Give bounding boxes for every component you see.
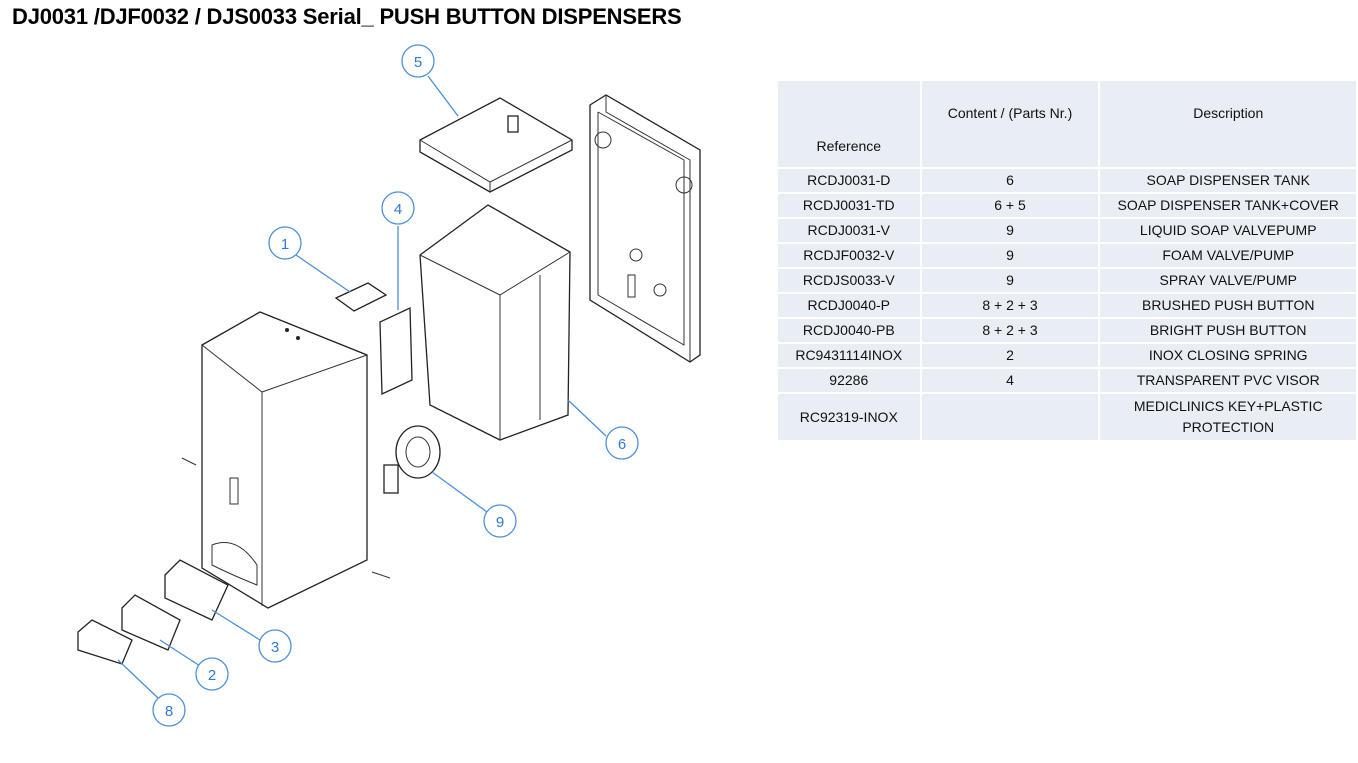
parts-table: Reference Content / (Parts Nr.) Descript…: [776, 79, 1358, 442]
callout-8: 8: [152, 693, 186, 727]
cell-reference: RCDJ0031-D: [778, 169, 920, 192]
cell-description: INOX CLOSING SPRING: [1100, 344, 1356, 367]
cell-reference: RCDJ0040-PB: [778, 319, 920, 342]
callout-4: 4: [381, 191, 415, 225]
cell-reference: 92286: [778, 369, 920, 392]
header-reference: Reference: [778, 81, 920, 167]
callout-3: 3: [258, 629, 292, 663]
back-plate: [589, 94, 701, 363]
cell-content: 4: [921, 369, 1099, 392]
callout-5: 5: [401, 44, 435, 78]
cell-description: LIQUID SOAP VALVEPUMP: [1100, 219, 1356, 242]
svg-text:6: 6: [618, 436, 626, 453]
svg-text:1: 1: [281, 236, 289, 253]
cell-reference: RCDJ0031-TD: [778, 194, 920, 217]
cell-reference: RC92319-INOX: [778, 394, 920, 440]
cell-description: BRUSHED PUSH BUTTON: [1100, 294, 1356, 317]
cell-reference: RC9431114INOX: [778, 344, 920, 367]
cell-content: 2: [921, 344, 1099, 367]
svg-text:3: 3: [271, 639, 279, 656]
button-part-2: [121, 594, 181, 651]
callout-1: 1: [268, 226, 302, 260]
cell-description: SOAP DISPENSER TANK: [1100, 169, 1356, 192]
cell-content: 8 + 2 + 3: [921, 319, 1099, 342]
svg-text:8: 8: [165, 703, 173, 720]
housing: [201, 311, 368, 609]
page-title: DJ0031 /DJF0032 / DJS0033 Serial_ PUSH B…: [12, 4, 682, 29]
cell-content: [921, 394, 1099, 440]
tank-part-6: [419, 204, 571, 441]
cell-content: 9: [921, 244, 1099, 267]
cell-reference: RCDJS0033-V: [778, 269, 920, 292]
cell-reference: RCDJF0032-V: [778, 244, 920, 267]
cell-content: 6: [921, 169, 1099, 192]
svg-text:2: 2: [208, 667, 216, 684]
svg-text:9: 9: [496, 514, 504, 531]
cell-description: MEDICLINICS KEY+PLASTIC PROTECTION: [1100, 394, 1356, 440]
cell-description: SPRAY VALVE/PUMP: [1100, 269, 1356, 292]
cell-reference: RCDJ0031-V: [778, 219, 920, 242]
header-description: Description: [1100, 81, 1356, 167]
header-content: Content / (Parts Nr.): [921, 81, 1099, 167]
cell-description: SOAP DISPENSER TANK+COVER: [1100, 194, 1356, 217]
leader-lines: [117, 75, 607, 699]
cell-description: TRANSPARENT PVC VISOR: [1100, 369, 1356, 392]
cell-description: BRIGHT PUSH BUTTON: [1100, 319, 1356, 342]
cell-content: 6 + 5: [921, 194, 1099, 217]
table-header-row: Reference Content / (Parts Nr.) Descript…: [778, 81, 1356, 167]
cell-description: FOAM VALVE/PUMP: [1100, 244, 1356, 267]
button-part-3: [164, 559, 229, 621]
svg-text:5: 5: [414, 54, 422, 71]
visor-part-4: [379, 306, 413, 396]
cell-content: 9: [921, 219, 1099, 242]
cell-reference: RCDJ0040-P: [778, 294, 920, 317]
cover-part-5: [419, 97, 573, 193]
button-part-8: [77, 619, 133, 665]
table-row: RC92319-INOX MEDICLINICS KEY+PLASTIC PROT…: [778, 394, 1356, 440]
callout-2: 2: [195, 657, 229, 691]
valve-pump-part-9: [383, 425, 441, 494]
exploded-view-diagram: 1 2 3 4 5 6 8 9: [77, 44, 701, 727]
spring-part-1: [334, 282, 388, 312]
callout-6: 6: [605, 426, 639, 460]
cell-content: 8 + 2 + 3: [921, 294, 1099, 317]
svg-text:4: 4: [394, 201, 402, 218]
callout-9: 9: [483, 504, 517, 538]
cell-content: 9: [921, 269, 1099, 292]
